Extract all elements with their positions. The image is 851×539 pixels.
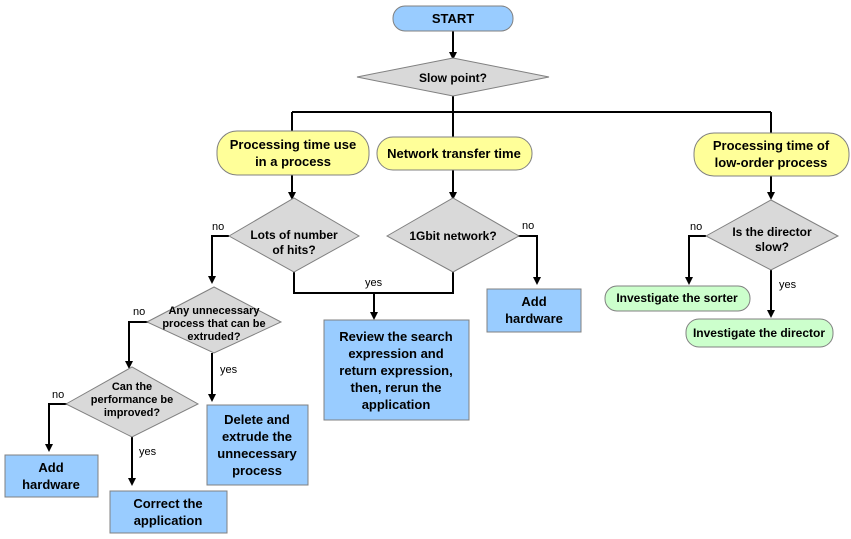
review-line5: application [362, 397, 431, 412]
decision-gbit-network: 1Gbit network? [385, 197, 521, 273]
action-add-hardware-network: Add hardware [486, 288, 582, 333]
label-no-performance: no [52, 389, 64, 401]
action-add-hardware-performance: Add hardware [4, 454, 99, 498]
category-network-time: Network transfer time [376, 136, 533, 171]
label-no-unnecessary: no [133, 306, 145, 318]
label-no-gbit: no [522, 220, 534, 232]
decision-performance: Can the performance be improved? [64, 366, 200, 438]
action-investigate-sorter: Investigate the sorter [604, 285, 751, 312]
label-no-hits: no [212, 221, 224, 233]
unnecessary-line1: Any unnecessary [168, 305, 260, 317]
lots-of-hits-line1: Lots of number [250, 228, 338, 242]
review-line2: expression and [348, 346, 443, 361]
network-time-label: Network transfer time [387, 146, 521, 161]
label-no-director: no [690, 221, 702, 233]
add-hardware-1-line2: hardware [22, 477, 80, 492]
decision-unnecessary-process: Any unnecessary process that can be extr… [145, 286, 283, 354]
performance-line1: Can the [112, 381, 152, 393]
add-hardware-2-line1: Add [521, 294, 546, 309]
delete-line2: extrude the [222, 429, 292, 444]
action-investigate-director: Investigate the director [685, 318, 834, 348]
category-low-order: Processing time of low-order process [693, 132, 850, 177]
correct-app-line1: Correct the [133, 496, 202, 511]
edge-hits-no [208, 235, 229, 284]
add-hardware-2-line2: hardware [505, 311, 563, 326]
unnecessary-line3: extruded? [187, 331, 240, 343]
decision-slow-point: Slow point? [356, 57, 550, 97]
label-yes-director: yes [779, 279, 797, 291]
label-yes-hits: yes [365, 277, 383, 289]
edge-gbit-no [517, 235, 541, 285]
delete-line4: process [232, 463, 282, 478]
edge-performance-no [45, 403, 67, 452]
edge-labels: no yes no no yes no yes no yes [52, 220, 797, 458]
correct-app-line2: application [134, 513, 203, 528]
performance-line2: performance be [91, 394, 174, 406]
slow-point-label: Slow point? [419, 71, 487, 85]
category-processing-time: Processing time use in a process [216, 130, 370, 176]
unnecessary-line2: process that can be [162, 318, 265, 330]
start-node: START [392, 5, 514, 32]
review-line3: return expression, [339, 363, 452, 378]
edge-director-no [685, 235, 706, 285]
investigate-director-label: Investigate the director [693, 326, 825, 340]
decision-lots-of-hits: Lots of number of hits? [227, 197, 361, 273]
review-line4: then, rerun the [350, 380, 441, 395]
connectors [45, 31, 775, 486]
delete-line3: unnecessary [217, 446, 297, 461]
director-slow-line2: slow? [755, 240, 789, 254]
edge-unnecessary-no [125, 321, 150, 369]
investigate-sorter-label: Investigate the sorter [616, 291, 738, 305]
performance-line3: improved? [104, 407, 161, 419]
processing-time-line1: Processing time use [230, 137, 356, 152]
gbit-network-label: 1Gbit network? [409, 229, 496, 243]
low-order-line2: low-order process [715, 155, 828, 170]
review-line1: Review the search [339, 329, 453, 344]
delete-line1: Delete and [224, 412, 290, 427]
add-hardware-1-line1: Add [38, 460, 63, 475]
action-review-search: Review the search expression and return … [323, 319, 470, 421]
processing-time-line2: in a process [255, 154, 331, 169]
label-yes-performance: yes [139, 446, 157, 458]
lots-of-hits-line2: of hits? [272, 243, 315, 257]
action-correct-application: Correct the application [109, 490, 228, 534]
decision-director-slow: Is the director slow? [704, 199, 840, 271]
label-yes-unnecessary: yes [220, 364, 238, 376]
director-slow-line1: Is the director [732, 225, 812, 239]
start-label: START [432, 11, 474, 26]
action-delete-extrude: Delete and extrude the unnecessary proce… [206, 404, 309, 486]
low-order-line1: Processing time of [713, 138, 830, 153]
